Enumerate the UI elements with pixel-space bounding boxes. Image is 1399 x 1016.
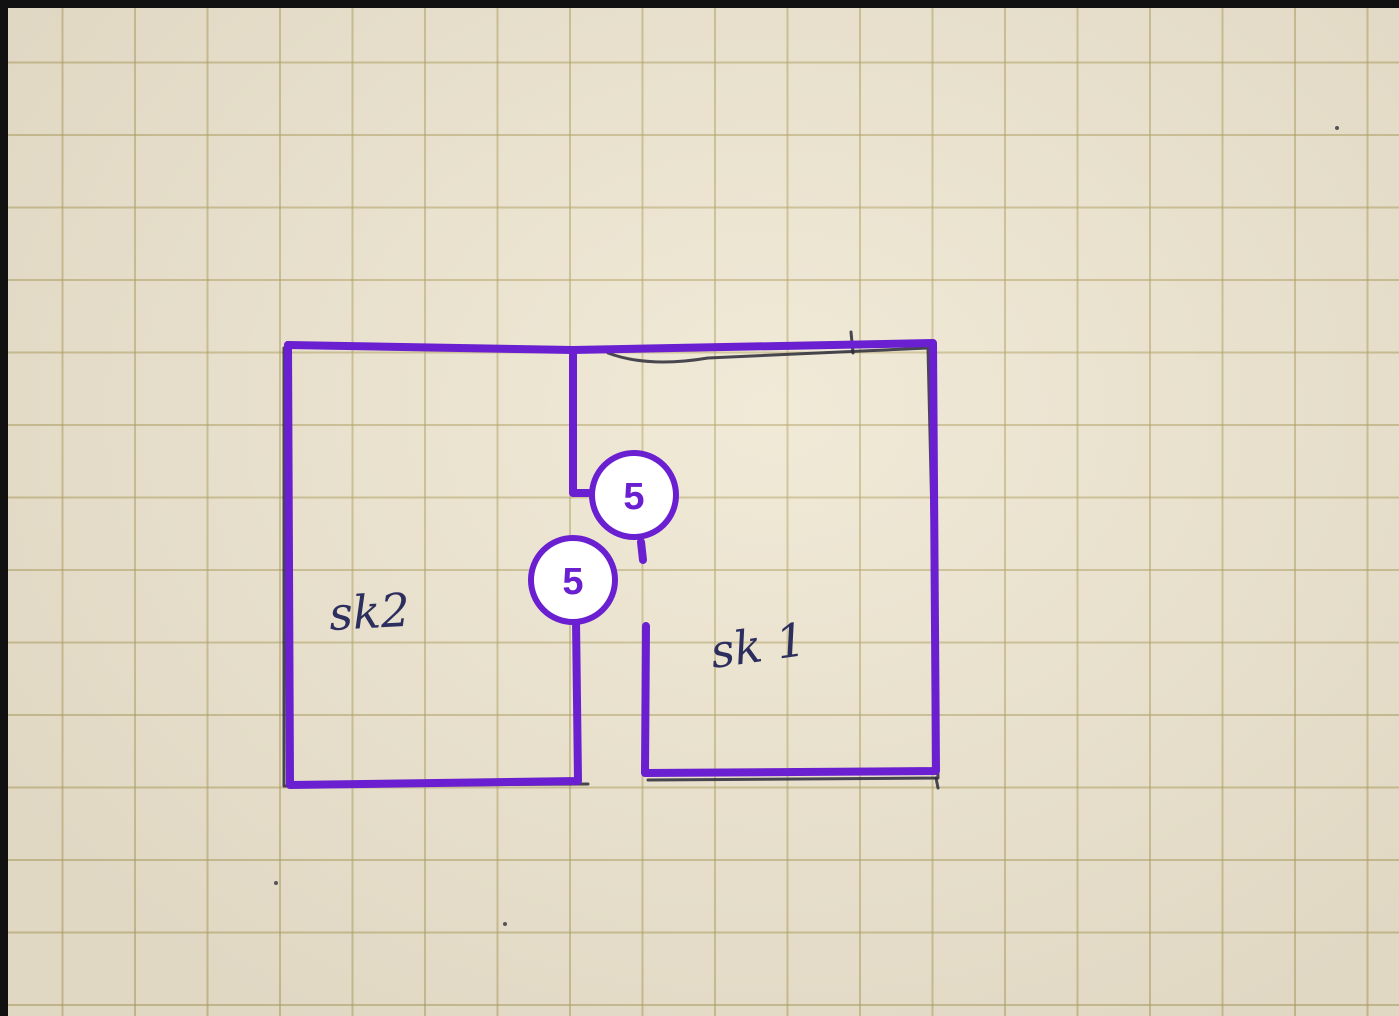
room-sk1-walls: [569, 339, 940, 777]
door-marker-lower[interactable]: 5: [528, 535, 618, 625]
floor-plan-diagram: sk2 sk 1 5 5: [274, 126, 1339, 926]
room-sk2-label: sk2: [328, 583, 411, 641]
marker-circle: [528, 535, 618, 625]
marker-number: 5: [623, 476, 644, 518]
room-sk1-label: sk 1: [707, 612, 809, 679]
paper-specks: [274, 126, 1339, 926]
door-marker-upper[interactable]: 5: [589, 450, 679, 540]
graph-paper: [8, 8, 1399, 1016]
room-sk2-walls: [284, 341, 592, 789]
marker-circle: [589, 450, 679, 540]
marker-number: 5: [562, 561, 583, 603]
